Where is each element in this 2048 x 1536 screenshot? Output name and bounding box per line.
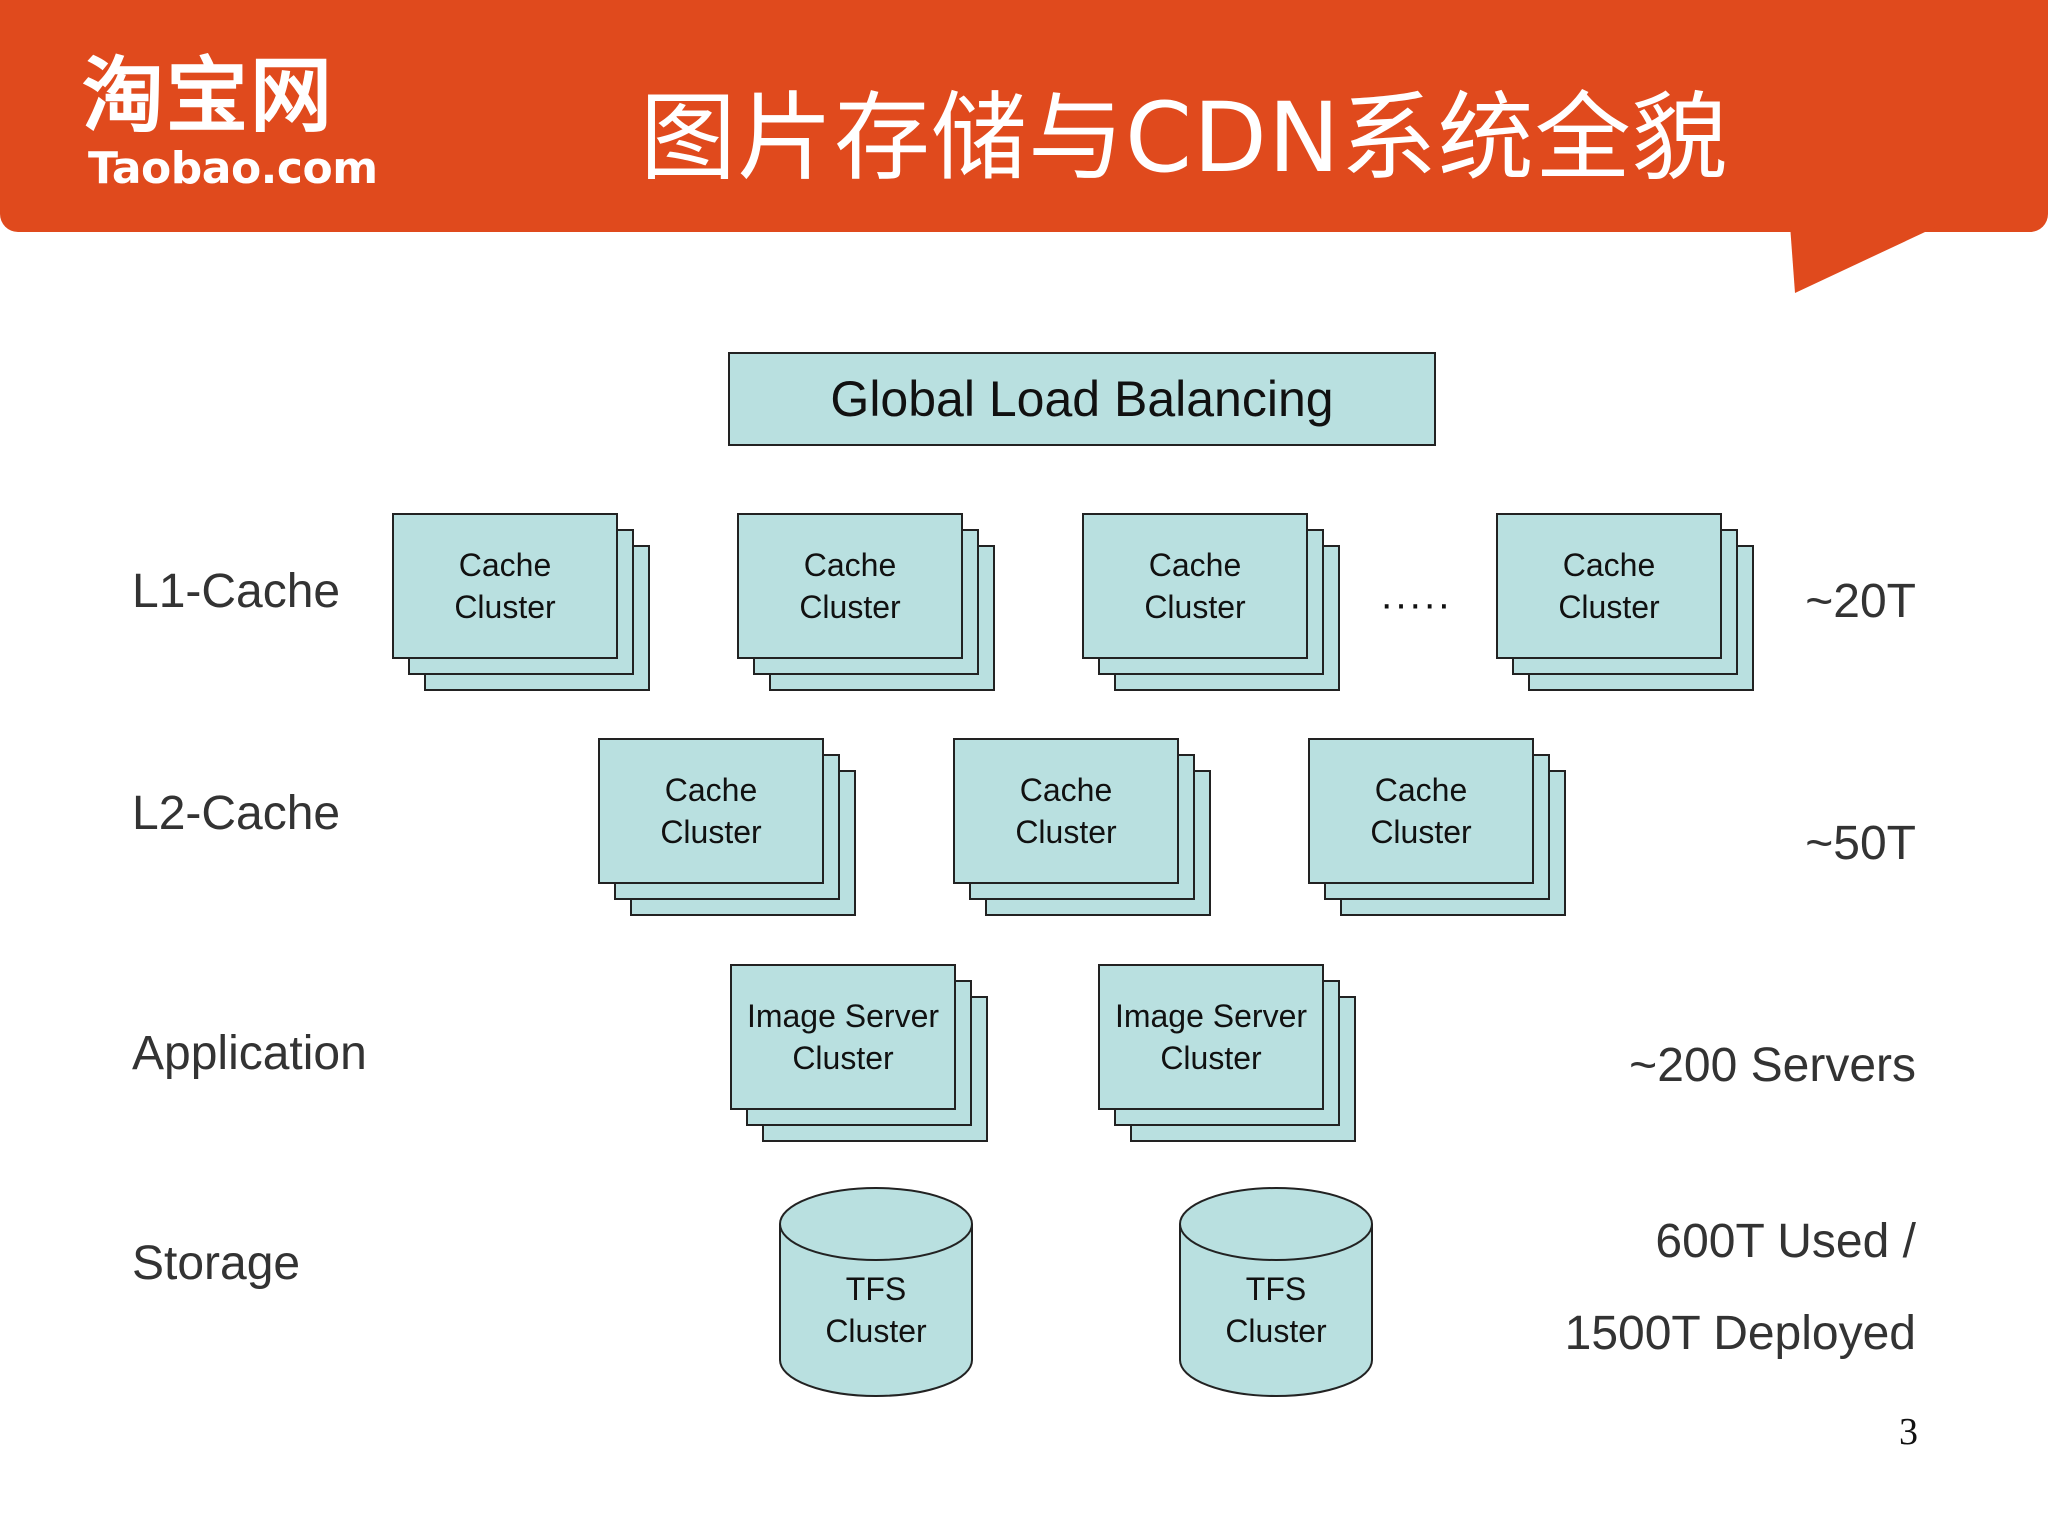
taobao-logo: 淘宝网 Taobao.com [82, 49, 392, 194]
database-cylinder-icon [1179, 1187, 1373, 1397]
cluster-label-line1: Cache [1019, 772, 1113, 808]
tier-label-l1: L1-Cache [132, 565, 341, 618]
cylinder-label: TFS Cluster [778, 1268, 974, 1352]
l2-cache-cluster: Cache Cluster [598, 738, 858, 918]
tfs-cluster-cylinder: TFS Cluster [778, 1186, 974, 1398]
l1-cache-cluster: Cache Cluster [1496, 513, 1756, 693]
stack-layer-front: Cache Cluster [737, 513, 963, 659]
stack-layer-front: Cache Cluster [1308, 738, 1534, 884]
tier-label-storage: Storage [132, 1237, 301, 1290]
cluster-label-line2: Cluster [454, 589, 556, 625]
stack-layer-front: Image Server Cluster [1098, 964, 1324, 1110]
l2-cache-cluster: Cache Cluster [953, 738, 1213, 918]
capacity-application: ~200 Servers [1629, 1039, 1916, 1092]
cluster-label-line2: Cluster [1144, 589, 1246, 625]
stack-layer-front: Cache Cluster [1082, 513, 1308, 659]
cluster-label-line1: Image Server [746, 998, 940, 1034]
capacity-storage-deployed: 1500T Deployed [1564, 1307, 1916, 1360]
stack-layer-front: Cache Cluster [392, 513, 618, 659]
cluster-label-line2: Cluster [1225, 1313, 1327, 1349]
header-banner: 淘宝网 Taobao.com 图片存储与CDN系统全貌 [0, 0, 2048, 232]
cluster-label-line1: TFS [1245, 1271, 1307, 1307]
stack-layer-front: Cache Cluster [953, 738, 1179, 884]
image-server-cluster: Image Server Cluster [1098, 964, 1358, 1144]
more-clusters-ellipsis: ····· [1380, 582, 1452, 626]
cluster-label-line2: Cluster [1160, 1040, 1262, 1076]
cluster-label-line2: Cluster [799, 589, 901, 625]
cluster-label-line2: Cluster [1370, 814, 1472, 850]
cluster-label-line1: Image Server [1114, 998, 1308, 1034]
cluster-label-line1: Cache [1562, 547, 1656, 583]
tfs-cluster-cylinder: TFS Cluster [1178, 1186, 1374, 1398]
l1-cache-cluster: Cache Cluster [737, 513, 997, 693]
header-callout-tail [1790, 225, 1940, 293]
l2-cache-cluster: Cache Cluster [1308, 738, 1568, 918]
cluster-label-line2: Cluster [825, 1313, 927, 1349]
l1-cache-cluster: Cache Cluster [1082, 513, 1342, 693]
cluster-label-line1: TFS [845, 1271, 907, 1307]
cluster-label-line1: Cache [458, 547, 552, 583]
cylinder-label: TFS Cluster [1178, 1268, 1374, 1352]
page-number: 3 [1899, 1411, 1918, 1453]
cluster-label-line2: Cluster [792, 1040, 894, 1076]
l1-cache-cluster: Cache Cluster [392, 513, 652, 693]
cluster-label-line1: Cache [1148, 547, 1242, 583]
capacity-l2: ~50T [1805, 817, 1916, 870]
stack-layer-front: Cache Cluster [1496, 513, 1722, 659]
slide-title: 图片存储与CDN系统全貌 [640, 82, 1729, 194]
capacity-storage-used: 600T Used / [1655, 1215, 1916, 1268]
cluster-label-line2: Cluster [660, 814, 762, 850]
cluster-label-line1: Cache [803, 547, 897, 583]
cluster-label-line2: Cluster [1015, 814, 1117, 850]
global-load-balancing-box: Global Load Balancing [728, 352, 1436, 446]
image-server-cluster: Image Server Cluster [730, 964, 990, 1144]
stack-layer-front: Image Server Cluster [730, 964, 956, 1110]
capacity-l1: ~20T [1805, 575, 1916, 628]
cluster-label-line1: Cache [1374, 772, 1468, 808]
logo-english: Taobao.com [88, 143, 378, 194]
logo-chinese: 淘宝网 [82, 49, 335, 144]
cluster-label-line2: Cluster [1558, 589, 1660, 625]
cluster-label-line1: Cache [664, 772, 758, 808]
database-cylinder-icon [779, 1187, 973, 1397]
tier-label-application: Application [132, 1027, 367, 1080]
stack-layer-front: Cache Cluster [598, 738, 824, 884]
tier-label-l2: L2-Cache [132, 787, 341, 840]
